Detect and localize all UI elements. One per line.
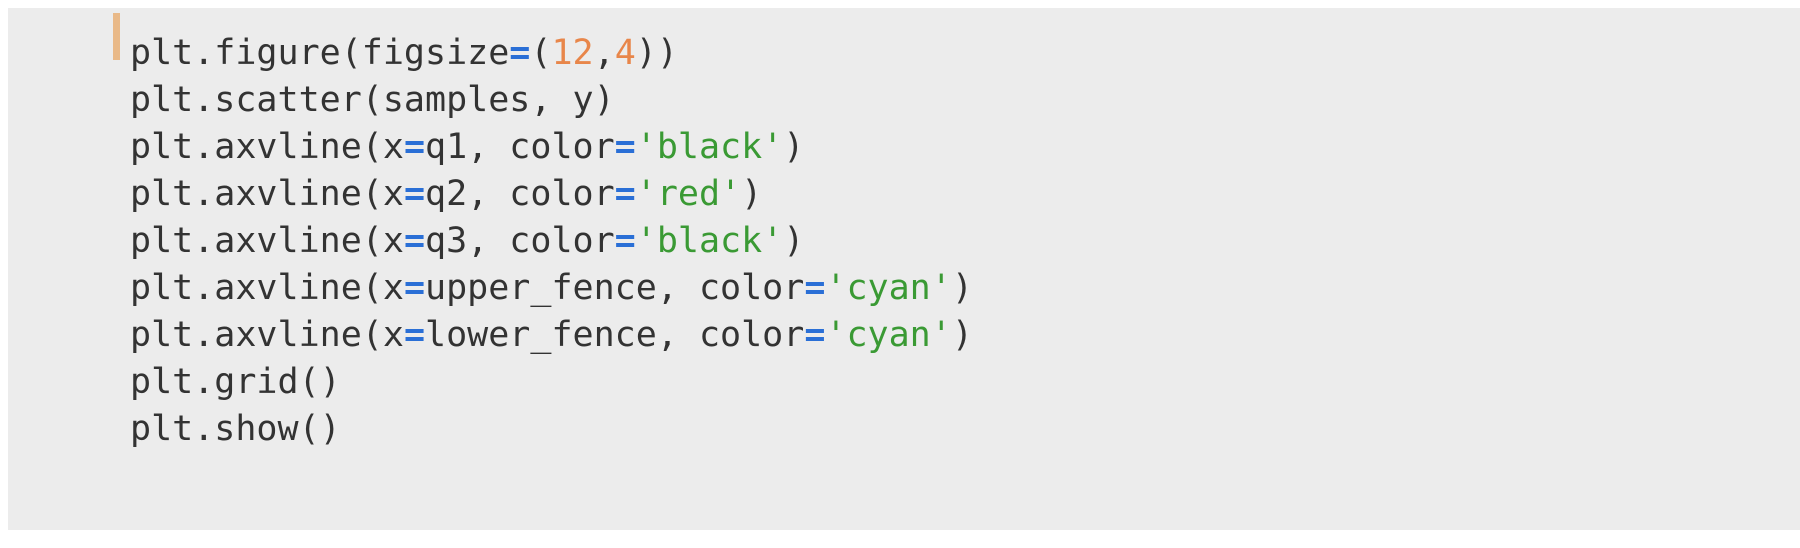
code-line[interactable]: plt.figure(figsize=(12,4)) <box>130 30 1790 77</box>
code-token-op: = <box>804 268 826 308</box>
code-token-plain: plt.axvline(x <box>130 174 404 214</box>
code-token-op: = <box>403 127 426 167</box>
code-line[interactable]: plt.axvline(x=lower_fence, color='cyan') <box>130 312 1790 359</box>
code-token-op: = <box>509 33 531 73</box>
code-token-op: = <box>614 221 636 261</box>
code-token-str: 'black' <box>635 127 784 167</box>
code-token-punct: , <box>593 33 615 73</box>
code-token-op: = <box>403 174 426 214</box>
code-token-num: 12 <box>551 33 594 73</box>
code-line[interactable]: plt.axvline(x=q1, color='black') <box>130 124 1790 171</box>
code-block[interactable]: plt.figure(figsize=(12,4))plt.scatter(sa… <box>8 8 1800 530</box>
code-token-op: = <box>804 315 826 355</box>
code-line[interactable]: plt.axvline(x=upper_fence, color='cyan') <box>130 265 1790 312</box>
code-token-op: = <box>403 221 426 261</box>
code-token-plain: q2, color <box>425 174 615 214</box>
code-token-str: 'black' <box>635 221 784 261</box>
code-token-plain: plt.axvline(x <box>130 221 404 261</box>
code-token-op: = <box>403 315 426 355</box>
code-token-plain: plt.axvline(x <box>130 315 404 355</box>
code-token-plain: plt.axvline(x <box>130 127 404 167</box>
cursor-bar <box>113 13 120 60</box>
code-token-punct: ( <box>530 33 552 73</box>
code-line[interactable]: plt.scatter(samples, y) <box>130 77 1790 124</box>
code-token-op: = <box>614 127 636 167</box>
code-token-plain: plt.axvline(x <box>130 268 404 308</box>
code-token-str: 'cyan' <box>825 268 952 308</box>
code-token-plain: q3, color <box>425 221 615 261</box>
code-token-num: 4 <box>614 33 636 73</box>
code-token-punct: ) <box>741 174 763 214</box>
code-token-plain: plt.grid() <box>130 362 341 402</box>
code-token-plain: upper_fence, color <box>425 268 805 308</box>
code-line[interactable]: plt.axvline(x=q2, color='red') <box>130 171 1790 218</box>
code-token-punct: ) <box>783 127 805 167</box>
code-token-op: = <box>403 268 426 308</box>
code-token-plain: plt.scatter(samples, y) <box>130 80 615 120</box>
code-line[interactable]: plt.grid() <box>130 359 1790 406</box>
code-line[interactable]: plt.show() <box>130 406 1790 453</box>
code-token-plain: plt.figure(figsize <box>130 33 510 73</box>
code-token-punct: )) <box>635 33 678 73</box>
code-line[interactable]: plt.axvline(x=q3, color='black') <box>130 218 1790 265</box>
code-token-plain: q1, color <box>425 127 615 167</box>
code-token-plain: plt.show() <box>130 409 341 449</box>
code-token-str: 'red' <box>635 174 742 214</box>
code-token-punct: ) <box>951 268 973 308</box>
code-token-plain: lower_fence, color <box>425 315 805 355</box>
code-token-punct: ) <box>951 315 973 355</box>
code-editor-lines[interactable]: plt.figure(figsize=(12,4))plt.scatter(sa… <box>130 30 1790 453</box>
code-token-op: = <box>614 174 636 214</box>
code-token-punct: ) <box>783 221 805 261</box>
code-token-str: 'cyan' <box>825 315 952 355</box>
